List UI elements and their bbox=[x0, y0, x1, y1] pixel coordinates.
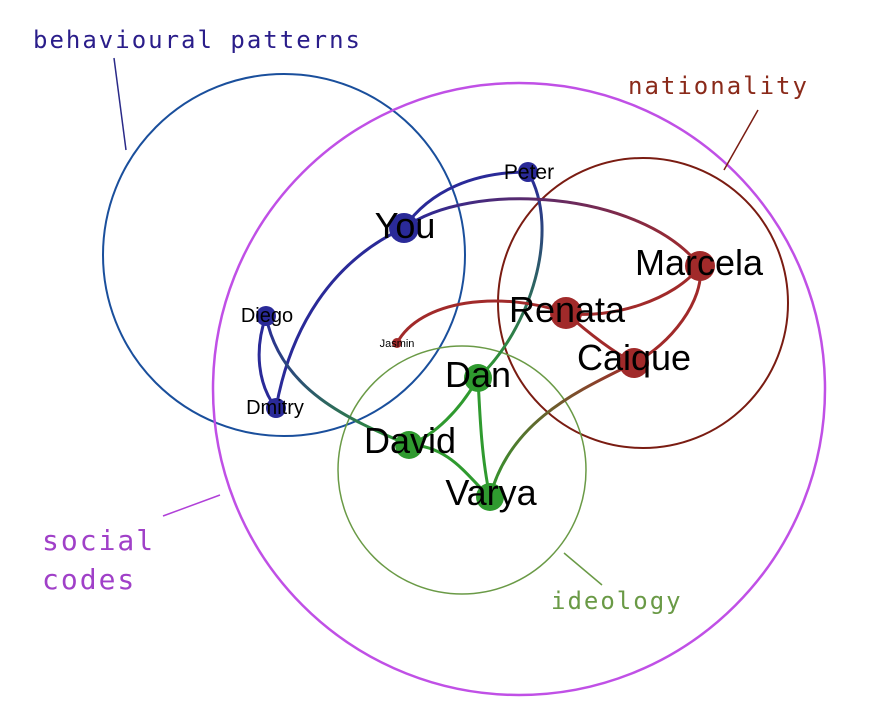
edge-you-peter bbox=[402, 170, 529, 229]
social-codes-label-line2: codes bbox=[42, 563, 136, 596]
node-caique[interactable] bbox=[619, 348, 649, 378]
node-varya[interactable] bbox=[476, 483, 504, 511]
behavioural-patterns-circle bbox=[102, 73, 466, 437]
node-dmitry[interactable] bbox=[266, 398, 286, 418]
node-david[interactable] bbox=[395, 431, 423, 459]
node-jasmin[interactable] bbox=[392, 338, 402, 348]
label-varya: Varya bbox=[445, 472, 537, 513]
label-caique: Caique bbox=[577, 337, 691, 378]
label-jasmin: Jasmin bbox=[380, 338, 415, 350]
label-dan: Dan bbox=[445, 354, 511, 395]
edge-you-dmitry bbox=[274, 226, 405, 409]
label-peter: Peter bbox=[504, 161, 554, 184]
edge-jasmin-renata bbox=[395, 299, 567, 344]
social-codes-circle bbox=[211, 81, 827, 697]
edge-peter-dan bbox=[476, 171, 544, 380]
ideology-leader-line bbox=[563, 552, 603, 586]
nationality-circle bbox=[497, 157, 789, 449]
edge-varya-caique bbox=[488, 361, 635, 498]
nationality-label: nationality bbox=[628, 72, 809, 100]
social-codes-label-line1: social bbox=[42, 524, 155, 557]
label-you: You bbox=[375, 205, 436, 246]
edge-you-marcela bbox=[403, 197, 702, 267]
node-peter[interactable] bbox=[518, 162, 538, 182]
node-you[interactable] bbox=[389, 213, 419, 243]
edge-diego-dmitry bbox=[257, 315, 278, 409]
label-renata: Renata bbox=[509, 289, 626, 330]
behavioural-leader-line bbox=[113, 57, 127, 151]
node-dan[interactable] bbox=[464, 364, 492, 392]
node-marcela[interactable] bbox=[685, 251, 715, 281]
ideology-circle bbox=[337, 345, 587, 595]
node-renata[interactable] bbox=[550, 297, 582, 329]
edge-renata-marcela bbox=[565, 265, 702, 316]
nationality-leader-line bbox=[723, 109, 759, 171]
label-david: David bbox=[364, 420, 456, 461]
edge-diego-david bbox=[264, 315, 410, 447]
label-dmitry: Dmitry bbox=[246, 397, 304, 419]
social-leader-line bbox=[162, 494, 221, 517]
behavioural-patterns-label: behavioural patterns bbox=[33, 26, 362, 54]
label-marcela: Marcela bbox=[635, 242, 764, 283]
label-diego: Diego bbox=[241, 305, 293, 327]
node-diego[interactable] bbox=[256, 306, 276, 326]
ideology-label: ideology bbox=[551, 587, 683, 615]
